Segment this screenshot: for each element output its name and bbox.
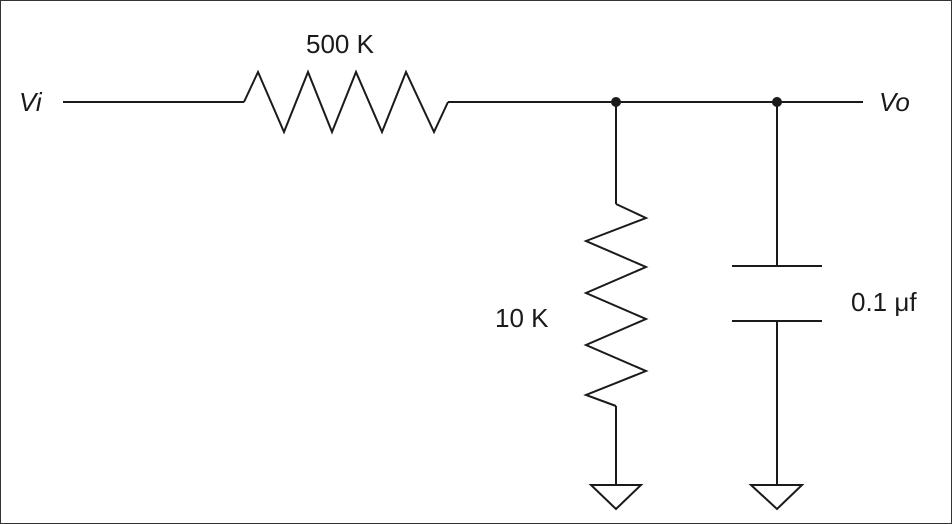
ground-symbol-left: [588, 484, 644, 511]
junction-dot-resistor: [611, 97, 621, 107]
series-resistor-label: 500 K: [306, 29, 374, 59]
ground-symbol-right: [748, 484, 805, 511]
shunt-resistor-label: 10 K: [495, 303, 549, 333]
series-resistor-500k: [243, 69, 449, 135]
shunt-resistor-10k: [583, 203, 649, 407]
input-label: Vi: [19, 87, 42, 117]
junction-dot-capacitor: [772, 97, 782, 107]
capacitor-label: 0.1 μf: [851, 287, 917, 317]
output-label: Vo: [879, 87, 910, 117]
